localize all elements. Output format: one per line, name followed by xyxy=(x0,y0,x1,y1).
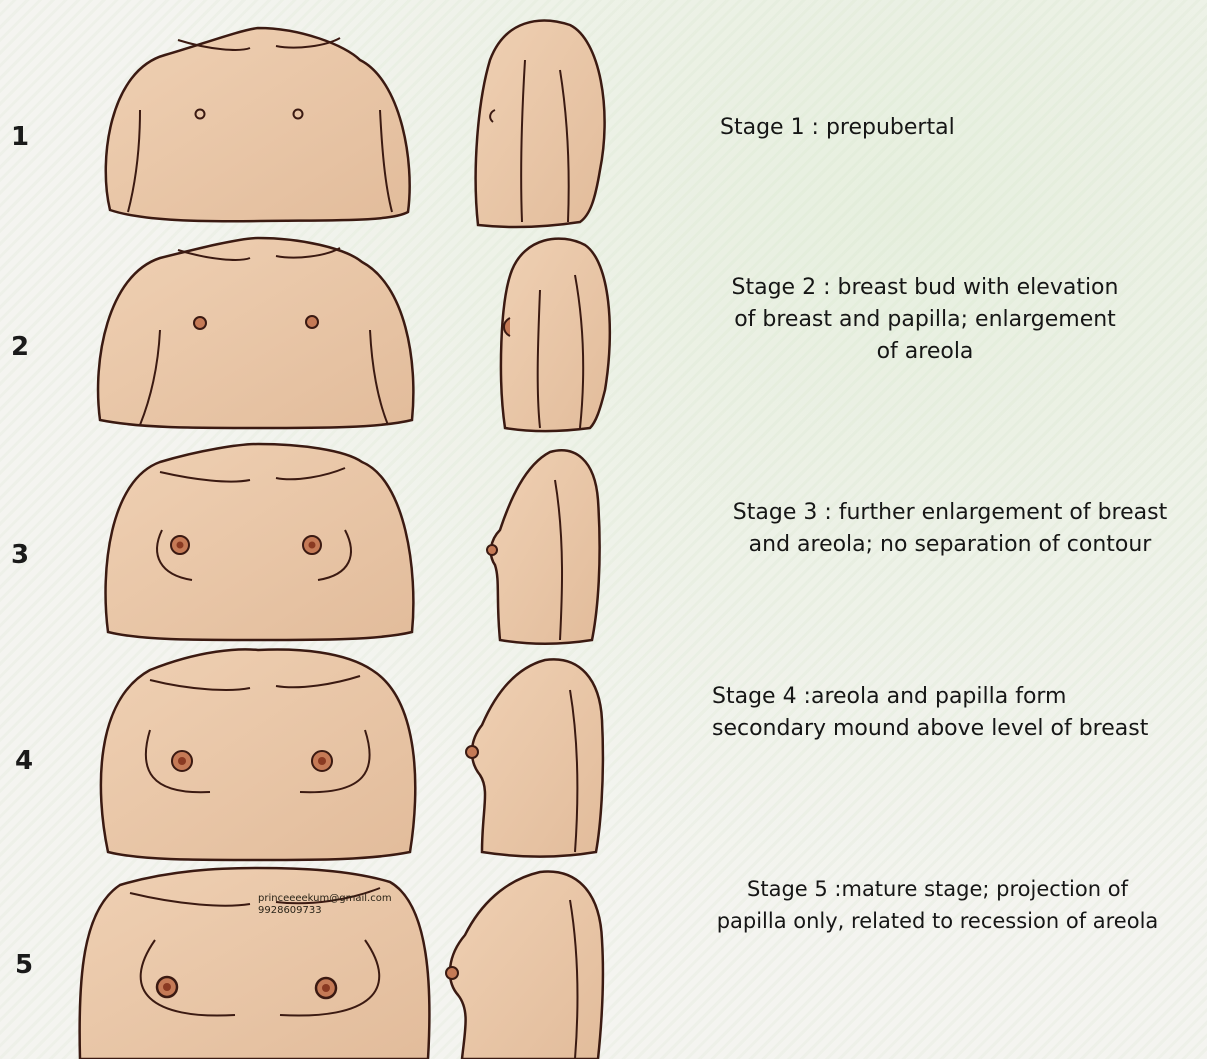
stage-1-front-torso xyxy=(106,28,410,221)
stage-3-caption: Stage 3 : further enlargement of breast … xyxy=(705,497,1195,561)
stage-2-front-torso xyxy=(98,238,413,428)
stage-2-caption: Stage 2 : breast bud with elevation of b… xyxy=(705,272,1145,368)
stage-1-side-torso xyxy=(476,21,605,227)
stage-3-side-torso xyxy=(487,450,600,643)
watermark-email: princeeeekum@gmail.com xyxy=(258,893,392,905)
stage-4-front-torso xyxy=(101,649,415,860)
stage-5-side-nipple xyxy=(446,967,458,979)
stage-1-caption-line: Stage 1 : prepubertal xyxy=(720,112,1190,144)
stage-3-caption-line: Stage 3 : further enlargement of breast xyxy=(705,497,1195,529)
stage-3-number: 3 xyxy=(0,540,40,570)
stage-4-caption: Stage 4 :areola and papilla form seconda… xyxy=(712,681,1207,745)
stage-2-caption-line: of areola xyxy=(705,336,1145,368)
stage-2-caption-line: Stage 2 : breast bud with elevation xyxy=(705,272,1145,304)
stage-2-number: 2 xyxy=(0,332,40,362)
stage-3-front-torso xyxy=(106,444,414,640)
stage-3-side-nipple xyxy=(487,545,497,555)
watermark-phone: 9928609733 xyxy=(258,905,392,917)
stage-2-nipple-right xyxy=(306,316,318,328)
watermark: princeeeekum@gmail.com 9928609733 xyxy=(258,893,392,917)
stage-4-number: 4 xyxy=(4,746,44,776)
stage-4-caption-line: Stage 4 :areola and papilla form xyxy=(712,681,1207,713)
stage-4-caption-line: secondary mound above level of breast xyxy=(712,713,1207,745)
stage-5-number: 5 xyxy=(4,950,44,980)
stage-5-side-torso xyxy=(446,872,603,1059)
stage-5-caption-line: Stage 5 :mature stage; projection of xyxy=(668,873,1207,905)
stage-4-side-nipple xyxy=(466,746,478,758)
stage-1-caption: Stage 1 : prepubertal xyxy=(720,112,1190,144)
stage-1-number: 1 xyxy=(0,122,40,152)
stage-3-caption-line: and areola; no separation of contour xyxy=(705,529,1195,561)
stage-2-nipple-left xyxy=(194,317,206,329)
stage-5-caption-line: papilla only, related to recession of ar… xyxy=(668,905,1207,937)
stage-4-side-torso xyxy=(466,659,603,856)
stage-2-caption-line: of breast and papilla; enlargement xyxy=(705,304,1145,336)
stage-2-side-torso xyxy=(501,239,610,431)
stage-5-caption: Stage 5 :mature stage; projection of pap… xyxy=(668,873,1207,937)
